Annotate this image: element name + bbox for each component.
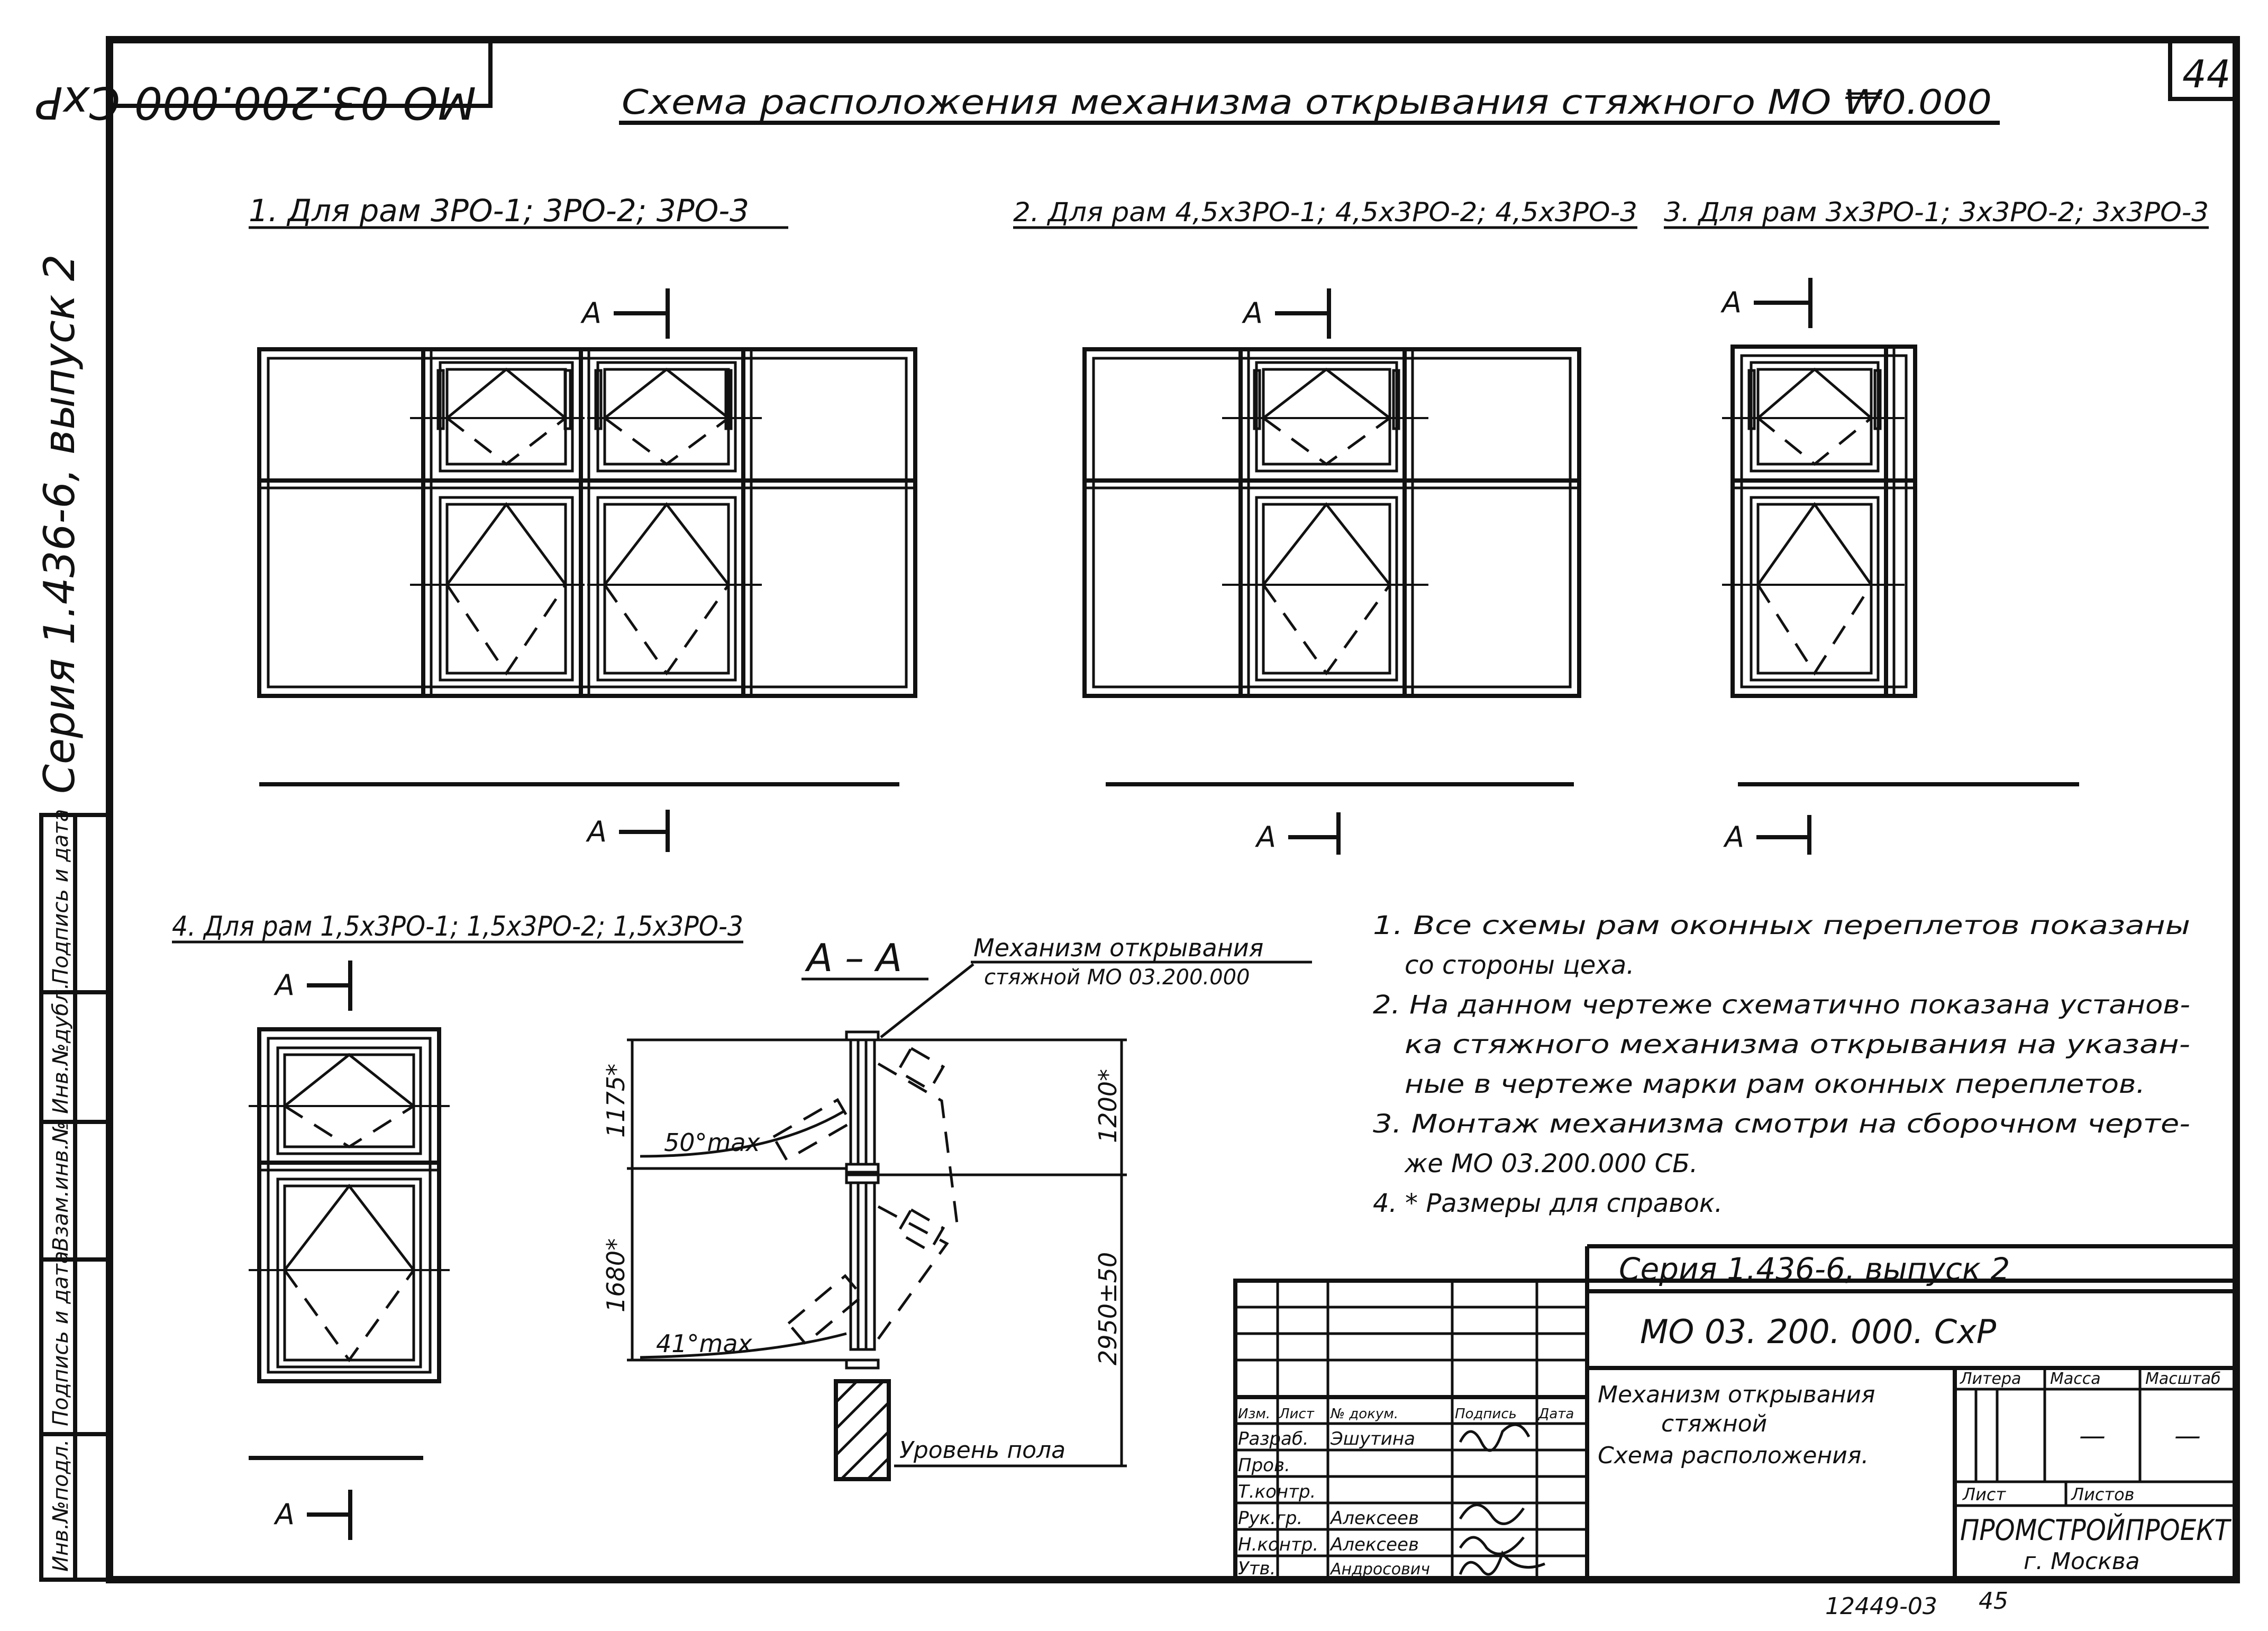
note-line: со стороны цеха. [1405,950,1634,980]
note-line: 3. Монтаж механизма смотри на сборочном … [1373,1109,2190,1139]
floor-level-label: Уровень пола [899,1437,1065,1464]
tb-name-rukgr: Алексеев [1329,1508,1419,1529]
view-2-section-marks: А А [1242,288,1341,855]
tb-col-doc: № докум. [1329,1406,1398,1422]
tb-list: Лист [1962,1484,2006,1505]
view-2-caption: 2. Для рам 4,5х3РО-1; 4,5х3РО-2; 4,5х3РО… [1013,197,1637,228]
angle-top: 50°max [664,1128,761,1157]
tb-row-utv: Утв. [1238,1558,1276,1579]
mechanism-label-1: Механизм открывания [973,934,1263,962]
section-aa-title: А – А [805,936,902,980]
footer-code: 12449-03 [1825,1593,1937,1620]
title-block [1233,1244,2238,1582]
tb-col-izm: Изм. [1238,1406,1270,1422]
section-mark-a: А [1723,820,1744,854]
stamp-podpis-1: Подпись и дата [49,1251,73,1426]
stamp-inv-dubl: Инв.№дубл. [49,983,73,1114]
signatures [1459,1423,1545,1576]
view-1-frame [257,347,917,698]
view-3-frame [1722,345,1917,698]
section-mark-a: А [1255,820,1276,854]
section-mark-a: А [586,815,607,848]
tb-row-prov: Пров. [1238,1455,1290,1476]
tb-row-razrab: Разраб. [1238,1428,1309,1449]
note-line: 2. На данном чертеже схематично показана… [1373,990,2190,1020]
tb-col-sign: Подпись [1455,1406,1517,1422]
tb-city: г. Москва [2024,1548,2140,1575]
notes: 1. Все схемы рам оконных переплетов пока… [1373,911,2190,1218]
sheet-title: Схема расположения механизма открывания … [622,83,1992,122]
view-2-frame [1082,347,1581,698]
note-line: 4. * Размеры для справок. [1373,1189,1723,1218]
section-mark-a: А [1720,286,1742,319]
tb-name-nkontr: Алексеев [1329,1534,1419,1555]
view-4-section-marks: А А [274,961,352,1540]
footer-number: 45 [1979,1588,2008,1615]
tb-masshtab-value: — [2174,1420,2201,1451]
section-mark-a: А [580,296,602,330]
mirrored-code-stamp: МО 03.200.000 СхР [36,38,493,129]
tb-listov: Листов [2071,1484,2135,1505]
tb-massa: Масса [2050,1370,2101,1388]
view-1-section-marks: А А [580,288,670,852]
dim-1200: 1200* [1094,1069,1122,1143]
stamp-vzam-inv: Взам.инв.№ [49,1121,73,1252]
note-line: ка стяжного механизма открывания на указ… [1405,1030,2190,1059]
dim-1680: 1680* [602,1238,630,1312]
section-aa-drawing [627,1030,1127,1481]
side-stamp: Инв.№подл. Подпись и дата Взам.инв.№ Инв… [39,809,112,1582]
view-1-caption: 1. Для рам 3РО-1; 3РО-2; 3РО-3 [249,193,749,229]
section-mark-a: А [274,1498,295,1531]
tb-row-tkontr: Т.контр. [1238,1481,1316,1502]
tb-row-nkontr: Н.контр. [1238,1534,1318,1555]
tb-organization: ПРОМСТРОЙПРОЕКТ [1960,1514,2232,1547]
note-line: же МО 03.200.000 СБ. [1404,1149,1698,1179]
note-line: 1. Все схемы рам оконных переплетов пока… [1373,911,2190,940]
view-3-section-marks: А А [1720,278,1812,855]
note-line: ные в чертеже марки рам оконных переплет… [1405,1070,2145,1099]
tb-col-date: Дата [1538,1406,1574,1422]
angle-bottom: 41°max [656,1329,753,1358]
stamp-podpis-2: Подпись и дата [49,809,73,984]
tb-designation: МО 03. 200. 000. СхР [1640,1312,1997,1351]
sheet-number-box: 44 [2168,38,2238,101]
tb-masshtab: Масштаб [2145,1370,2221,1388]
side-series-label: Серия 1.436-6, выпуск 2 [35,254,84,794]
tb-massa-value: — [2079,1420,2106,1451]
sheet-number: 44 [2182,52,2231,96]
tb-name-razrab: Эшутина [1330,1428,1415,1449]
tb-name-utv: Андросович [1329,1560,1430,1579]
stamp-inv-podl: Инв.№подл. [49,1439,73,1572]
mirrored-code: МО 03.200.000 СхР [36,77,476,129]
dim-2950: 2950±50 [1094,1252,1122,1365]
mechanism-leader [880,963,974,1038]
view-4-caption: 4. Для рам 1,5х3РО-1; 1,5х3РО-2; 1,5х3РО… [172,911,743,943]
section-mark-a: А [1242,296,1263,330]
tb-row-rukgr: Рук.гр. [1238,1508,1302,1529]
mechanism-label-2: стяжной МО 03.200.000 [984,965,1250,990]
tb-col-list: Лист [1279,1406,1315,1422]
section-mark-a: А [274,968,295,1002]
view-4-frame [249,1027,450,1383]
tb-litera: Литера [1960,1370,2021,1388]
tb-name-2: стяжной [1661,1410,1767,1437]
dim-1175: 1175* [602,1064,630,1138]
tb-series: Серия 1.436-6, выпуск 2 [1619,1251,2010,1287]
tb-name-3: Схема расположения. [1598,1442,1869,1469]
tb-name-1: Механизм открывания [1598,1381,1875,1408]
view-3-caption: 3. Для рам 3х3РО-1; 3х3РО-2; 3х3РО-3 [1664,197,2209,228]
